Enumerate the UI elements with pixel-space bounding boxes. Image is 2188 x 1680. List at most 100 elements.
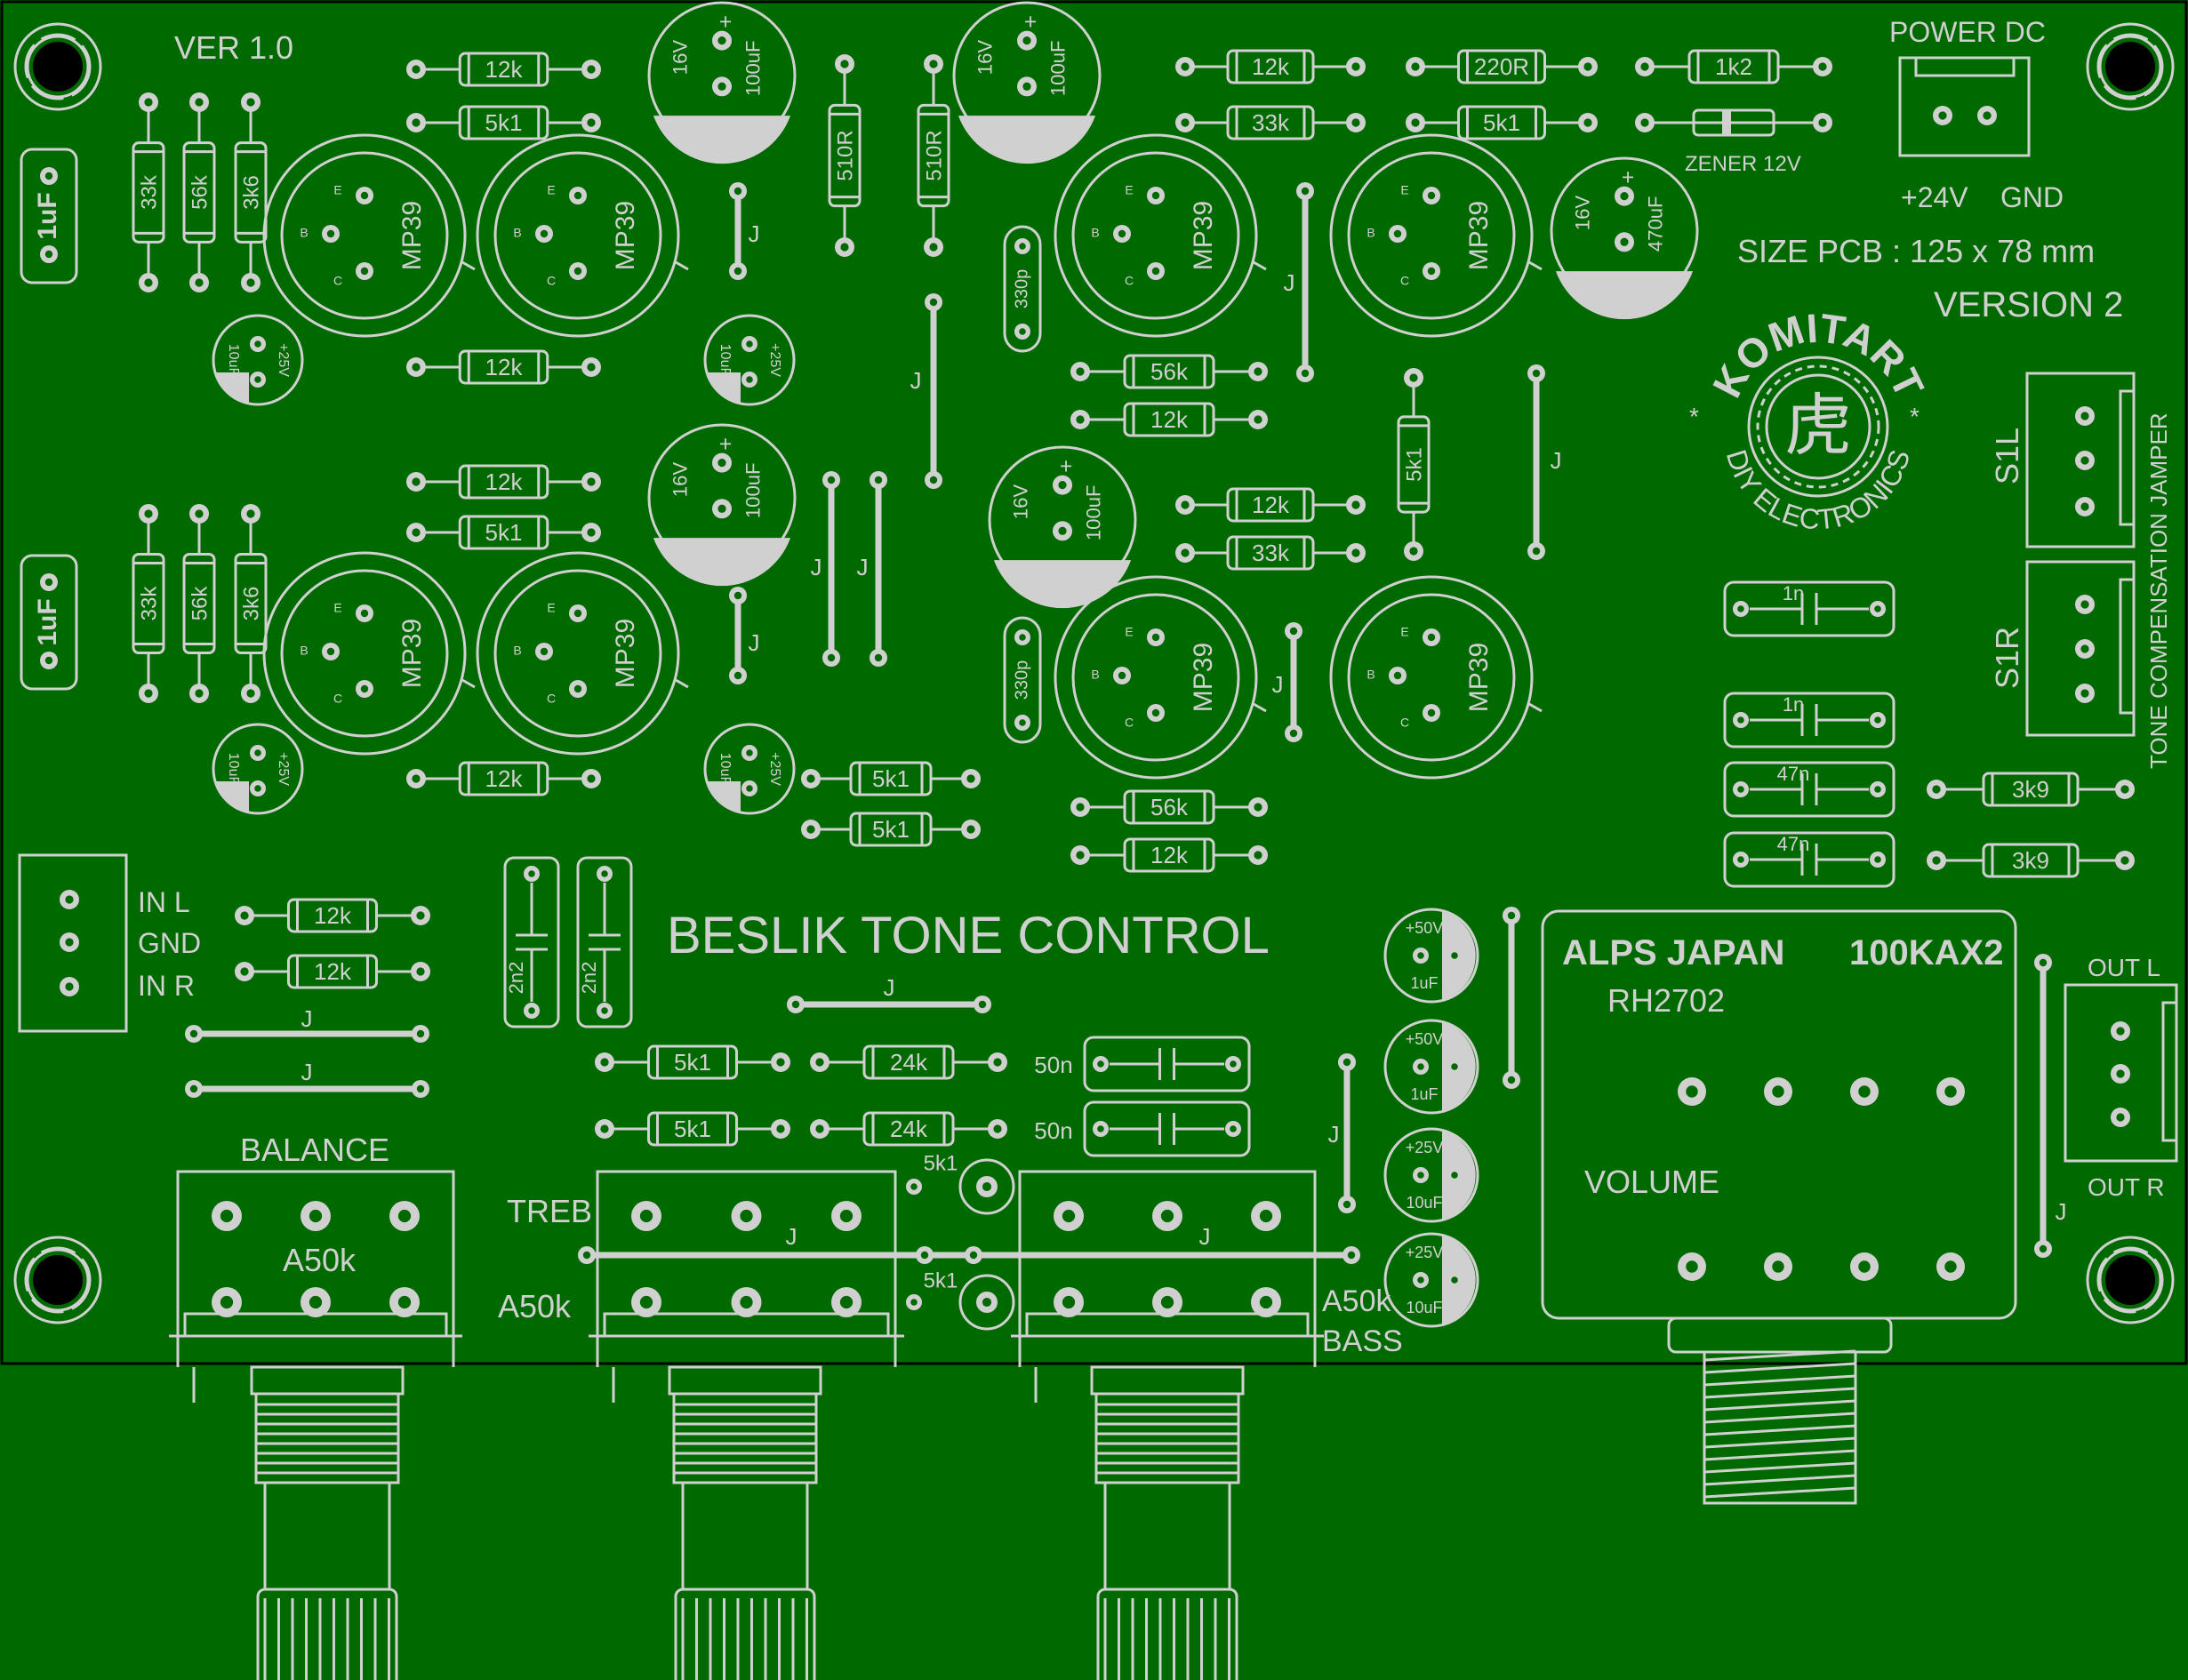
- resistor: 33k: [1175, 105, 1366, 140]
- pad-hole: [309, 1295, 323, 1309]
- pad-hole: [601, 1007, 608, 1014]
- component-value: J: [910, 367, 922, 394]
- s1l-label: S1L: [1989, 428, 2025, 484]
- pad-hole: [1259, 1295, 1273, 1309]
- pad-hole: [717, 82, 726, 91]
- pad-hole: [587, 477, 596, 486]
- component-value: 1n: [1783, 582, 1804, 604]
- component-value: J: [884, 974, 895, 1001]
- pad-hole: [2080, 600, 2089, 609]
- component-value: MP39: [1464, 643, 1494, 712]
- pad-hole: [587, 363, 596, 372]
- mounting-hole: [2086, 1236, 2175, 1324]
- component-value: E: [547, 601, 555, 615]
- tone-jumper-label: TONE COMPENSATION JAMPER: [2145, 412, 2172, 769]
- pad-hole: [1254, 415, 1262, 424]
- pad-hole: [1393, 671, 1402, 680]
- pad-hole: [969, 1251, 978, 1260]
- component-value: E: [1400, 183, 1408, 197]
- pad-hole: [1737, 856, 1744, 863]
- component-value: MP39: [611, 201, 640, 270]
- version-short-label: VER 1.0: [174, 29, 293, 66]
- pad-hole: [412, 528, 421, 537]
- pad-hole: [1181, 548, 1190, 557]
- component-value: B: [513, 226, 521, 240]
- pad-hole: [1772, 1085, 1784, 1098]
- component-value: J: [811, 554, 822, 580]
- pad-hole: [573, 609, 582, 618]
- pad-hole: [240, 967, 249, 976]
- component-value: 5k1: [1402, 447, 1426, 482]
- component-value: 5k1: [924, 1268, 958, 1292]
- component-value: 5k1: [924, 1151, 958, 1175]
- component-value: E: [547, 183, 555, 197]
- resistor: 12k: [235, 954, 430, 989]
- pad-hole: [1076, 803, 1085, 812]
- film-capacitor: 1n: [1723, 580, 1895, 637]
- input-l-label: IN L: [138, 886, 190, 918]
- power-dc-title: POWER DC: [1889, 16, 2046, 48]
- pad-hole: [1019, 719, 1026, 726]
- pad-hole: [1874, 716, 1881, 724]
- pad-hole: [587, 118, 596, 127]
- pad-hole: [1301, 187, 1310, 196]
- pad-hole: [254, 340, 261, 348]
- pad-hole: [2120, 856, 2129, 865]
- pad-hole: [397, 1295, 412, 1309]
- input-capacitor: 1uF: [20, 554, 78, 691]
- resistor: 5k1: [595, 1111, 790, 1147]
- pad-hole: [1686, 1260, 1698, 1273]
- component-value: 5k1: [485, 519, 523, 546]
- pad-hole: [326, 647, 335, 656]
- component-value: 10uF: [717, 344, 733, 377]
- component-value: 10uF: [226, 753, 241, 786]
- pad-hole: [1640, 62, 1649, 71]
- output-r-label: OUT R: [2088, 1173, 2165, 1201]
- pad-hole: [360, 191, 369, 200]
- pad-hole: [1118, 671, 1126, 680]
- pad-hole: [528, 1007, 535, 1014]
- pad-hole: [1254, 851, 1262, 860]
- pad-hole: [874, 653, 883, 662]
- resistor: 12k: [406, 761, 601, 796]
- pad-hole: [1259, 1209, 1273, 1223]
- component-value: J: [301, 1059, 313, 1085]
- component-value: +: [1622, 165, 1634, 189]
- zener-label: ZENER 12V: [1685, 152, 1801, 176]
- pad-hole: [1583, 118, 1592, 127]
- pad-hole: [1022, 82, 1031, 91]
- jumper-wire: J: [811, 471, 840, 667]
- pad-hole: [639, 1209, 653, 1223]
- pad-hole: [2080, 456, 2089, 465]
- pad-hole: [1019, 243, 1026, 250]
- pad-hole: [360, 267, 369, 276]
- component-value: 510R: [833, 130, 857, 180]
- jumper-wire: J: [729, 587, 760, 684]
- input-r-label: IN R: [138, 970, 195, 1002]
- pad-hole: [587, 65, 596, 74]
- resistor: 5k1: [1406, 105, 1598, 140]
- component-value: J: [1328, 1121, 1340, 1148]
- component-value: J: [857, 554, 869, 580]
- component-value: B: [1091, 226, 1099, 240]
- pad-hole: [1351, 548, 1360, 557]
- component-value: 100uF: [742, 40, 765, 96]
- pad-hole: [397, 1209, 412, 1223]
- pad-hole: [840, 243, 849, 252]
- resistor: 12k: [1070, 837, 1268, 873]
- pad-hole: [412, 363, 421, 372]
- logo-star-left: *: [1689, 403, 1699, 430]
- pad-hole: [65, 938, 74, 947]
- pad-hole: [1640, 118, 1649, 127]
- component-value: J: [1551, 447, 1562, 474]
